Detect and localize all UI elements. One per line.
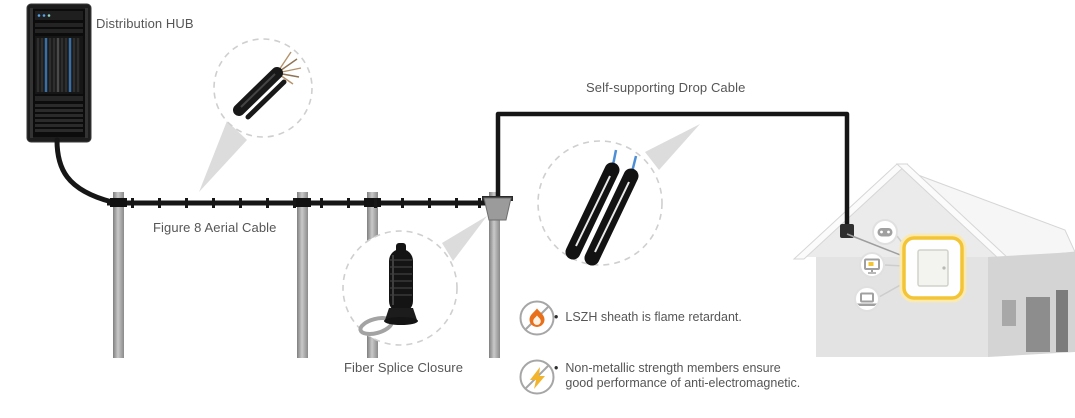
figure8-cable-callout [199,38,313,192]
pole [113,192,124,358]
tv-icon [859,252,885,278]
home-network [846,219,967,312]
feature-text: LSZH sheath is flame retardant. [565,310,742,324]
splice-closure-icon [358,243,418,336]
bullet: • [554,361,559,375]
distribution-hub-label: Distribution HUB [96,16,194,31]
callout-pointer [442,216,487,261]
pole [489,192,500,358]
game-controller-icon [872,219,898,245]
drop-cable-icon [565,149,639,266]
splice-closure-callout [342,216,487,346]
server-rack-icon [26,3,92,143]
drop-cable-run [495,111,850,236]
hub-feed-cable [54,137,115,205]
feature-flame-retardant: • LSZH sheath is flame retardant. [554,310,742,325]
drop-cable-label: Self-supporting Drop Cable [586,80,746,95]
figure8-aerial-cable-label: Figure 8 Aerial Cable [153,220,277,235]
pole [297,192,308,358]
flame-icon [519,300,555,336]
feature-anti-electromagnetic: • Non-metallic strength members ensure g… [554,361,800,391]
house-doorway [1026,297,1050,352]
bullet: • [554,310,559,324]
laptop-icon [854,286,880,312]
house-cable-entry [840,224,854,238]
feature-text: Non-metallic strength members ensure goo… [565,361,801,390]
fiber-splice-closure-label: Fiber Splice Closure [344,360,464,375]
callout-pointer [645,124,700,170]
callout-pointer [199,121,247,192]
suspension-clamp [482,196,513,221]
aerial-cable [107,198,502,208]
house-window [1002,300,1016,326]
house-wall-shadow [1056,290,1068,352]
drop-cable-callout [537,124,700,266]
lightning-icon [519,359,555,395]
